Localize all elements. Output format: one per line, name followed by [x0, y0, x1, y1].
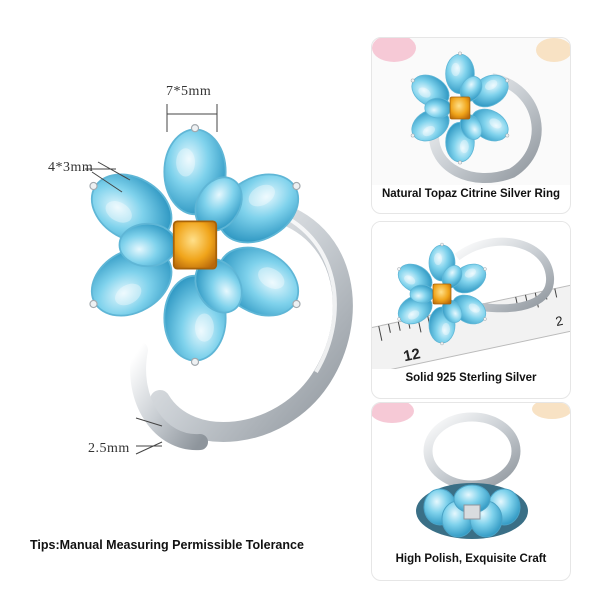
ruler-label-right: 2 [554, 313, 564, 329]
card-caption-polish: High Polish, Exquisite Craft [395, 553, 547, 565]
card-caption-topaz: Natural Topaz Citrine Silver Ring [381, 188, 561, 200]
ring-top-view-image [372, 38, 570, 185]
ring-ruler-image: 12 2 [372, 222, 570, 369]
ruler-label-left: 12 [402, 345, 422, 365]
gem-dimension-small: 4*3mm [48, 160, 94, 175]
ring-side-view-image [372, 403, 570, 550]
card-caption-silver: Solid 925 Sterling Silver [405, 372, 537, 384]
tolerance-tip: Tips:Manual Measuring Permissible Tolera… [30, 538, 304, 552]
band-width-dimension: 2.5mm [88, 441, 130, 456]
main-ring-image [78, 104, 353, 455]
gem-dimension-large: 7*5mm [166, 84, 212, 99]
product-card-silver: 12 2 Solid 925 Sterling Silver [371, 221, 571, 399]
product-card-topaz: Natural Topaz Citrine Silver Ring [371, 37, 571, 214]
product-card-polish: High Polish, Exquisite Craft [371, 402, 571, 581]
